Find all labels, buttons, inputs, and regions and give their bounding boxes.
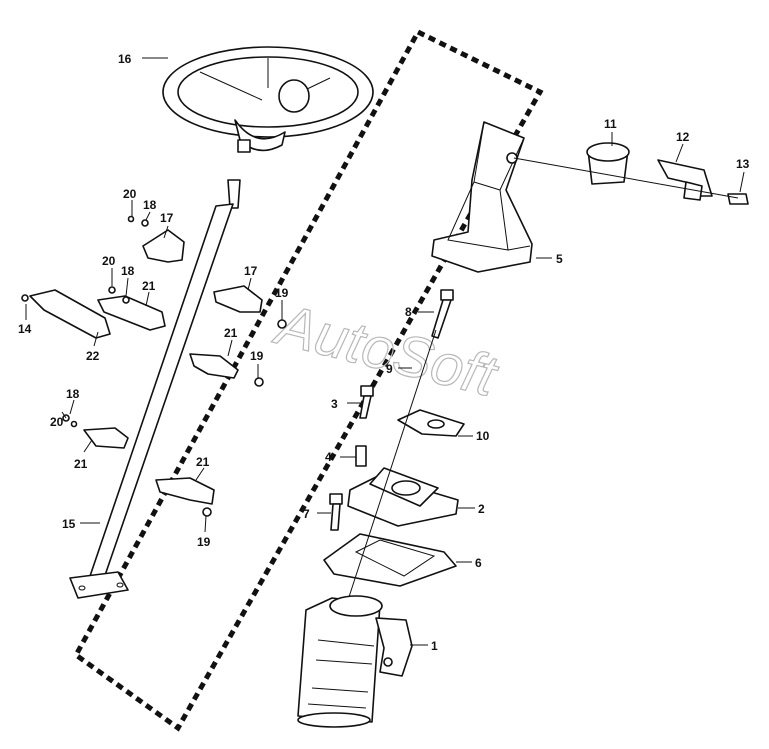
clamp-21-lower-right <box>155 477 215 505</box>
clamp-21-upper-left <box>97 286 166 331</box>
bolt-3 <box>359 385 374 419</box>
watermark-text: AutoSoft <box>268 291 505 409</box>
callout-6: 6 <box>475 556 482 570</box>
bolt-7 <box>329 493 343 531</box>
callout-21-lower-right: 21 <box>196 455 210 469</box>
clamp-21-mid <box>189 353 239 379</box>
callout-17-right: 17 <box>244 264 258 278</box>
steering-wheel <box>162 46 374 153</box>
clamp-12 <box>657 159 713 201</box>
callout-labels: 16 1 2 3 4 5 6 7 8 9 10 11 12 13 14 15 2… <box>18 52 750 653</box>
steering-control-unit <box>297 595 413 728</box>
callout-19-mid: 19 <box>250 349 264 363</box>
callout-10: 10 <box>476 429 490 443</box>
callout-12: 12 <box>676 130 690 144</box>
callout-1: 1 <box>431 639 438 653</box>
axis-line-bracket <box>513 157 739 199</box>
clamp-17-right <box>213 285 263 313</box>
callout-8: 8 <box>405 305 412 319</box>
callout-14: 14 <box>18 322 32 336</box>
spacer-4 <box>355 445 367 467</box>
callout-19-lower: 19 <box>197 535 211 549</box>
callout-19-upper: 19 <box>275 286 289 300</box>
callout-9: 9 <box>386 362 393 376</box>
callout-18-upper: 18 <box>143 198 157 212</box>
nut-19-lower <box>202 507 212 517</box>
axis-line-column <box>347 329 437 601</box>
callout-4: 4 <box>325 450 332 464</box>
callout-21-upper: 21 <box>142 279 156 293</box>
dashed-group-frame <box>72 28 544 732</box>
gasket-6 <box>323 533 457 587</box>
bolt-8 <box>431 289 454 339</box>
nut-19-upper <box>277 319 287 329</box>
upper-clamp-17 <box>127 215 185 263</box>
callout-15: 15 <box>62 517 76 531</box>
bushing-11 <box>586 142 630 185</box>
callout-21-lower-left: 21 <box>74 457 88 471</box>
callout-18-mid: 18 <box>121 264 135 278</box>
callout-17-upper: 17 <box>160 211 174 225</box>
plate-10 <box>397 409 465 437</box>
bolt-13 <box>727 193 749 205</box>
flange-2 <box>347 467 459 527</box>
clamp-21-lower-left <box>62 414 129 449</box>
callout-18-lower: 18 <box>66 387 80 401</box>
callout-11: 11 <box>604 117 617 131</box>
support-bracket <box>431 121 533 273</box>
callout-16: 16 <box>118 52 132 66</box>
callout-13: 13 <box>736 157 750 171</box>
callout-20-mid: 20 <box>102 254 116 268</box>
callout-22: 22 <box>86 349 100 363</box>
callout-21-mid: 21 <box>224 326 238 340</box>
callout-7: 7 <box>303 507 310 521</box>
callout-5: 5 <box>556 252 563 266</box>
column-tube <box>69 179 241 599</box>
callout-20-lower: 20 <box>50 415 64 429</box>
callout-2: 2 <box>478 502 485 516</box>
nut-19-mid <box>254 377 264 387</box>
leader-lines <box>25 57 745 646</box>
bracket-22 <box>21 289 111 339</box>
callout-3: 3 <box>331 397 338 411</box>
callout-20-upper: 20 <box>123 187 137 201</box>
